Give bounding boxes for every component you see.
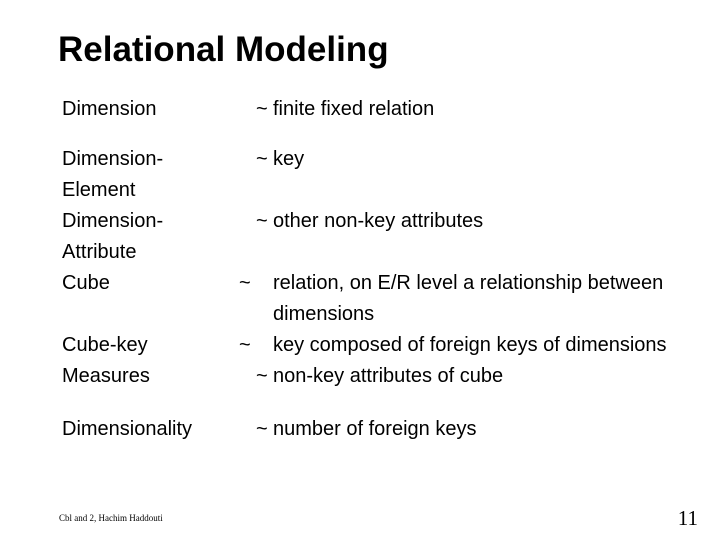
definition-text: ~number of foreign keys [256, 414, 682, 445]
definition-text: ~other non-key attributes [256, 206, 682, 237]
footer-attribution: Cbl and 2, Hachim Haddouti [59, 513, 163, 523]
term-label: Dimension [62, 98, 157, 120]
list-item: Dimension- Attribute ~other non-key attr… [62, 206, 682, 268]
term-label: Dimension- Element [62, 148, 164, 201]
definition-text: ~ relation, on E/R level a relationship b… [239, 268, 682, 330]
page-number: 11 [677, 506, 698, 530]
definition-text: ~finite fixed relation [256, 94, 682, 125]
definition-label: finite fixed relation [273, 98, 435, 120]
tilde-marker: ~ [239, 334, 251, 356]
term-label: Measures [62, 365, 150, 387]
list-item: Cube ~ relation, on E/R level a relations… [62, 268, 682, 330]
definition-label: key [273, 148, 305, 170]
list-item: Measures ~non-key attributes of cube [62, 361, 682, 392]
list-item: Dimensionality ~number of foreign keys [62, 414, 682, 445]
tilde-marker: ~ [256, 418, 268, 440]
definition-text: ~non-key attributes of cube [256, 361, 682, 392]
tilde-marker: ~ [256, 148, 268, 170]
list-item: Dimension- Element ~key [62, 144, 682, 206]
definition-label: relation, on E/R level a relationship be… [273, 272, 664, 325]
term-label: Cube-key [62, 334, 148, 356]
tilde-marker: ~ [256, 365, 268, 387]
tilde-marker: ~ [256, 210, 268, 232]
definition-label: key composed of foreign keys of dimensio… [273, 334, 667, 356]
definition-label: number of foreign keys [273, 418, 477, 440]
list-item: Dimension ~finite fixed relation [62, 94, 682, 125]
list-item: Cube-key ~ key composed of foreign keys o… [62, 330, 682, 361]
page-title: Relational Modeling [58, 30, 389, 69]
tilde-marker: ~ [239, 272, 251, 294]
definition-text: ~ key composed of foreign keys of dimensi… [239, 330, 682, 361]
term-label: Cube [62, 272, 110, 294]
tilde-marker: ~ [256, 98, 268, 120]
definition-label: non-key attributes of cube [273, 365, 504, 387]
definition-list: Dimension ~finite fixed relation Dimensi… [62, 94, 682, 445]
term-label: Dimensionality [62, 418, 193, 440]
definition-label: other non-key attributes [273, 210, 484, 232]
term-label: Dimension- Attribute [62, 210, 164, 263]
definition-text: ~key [256, 144, 682, 175]
